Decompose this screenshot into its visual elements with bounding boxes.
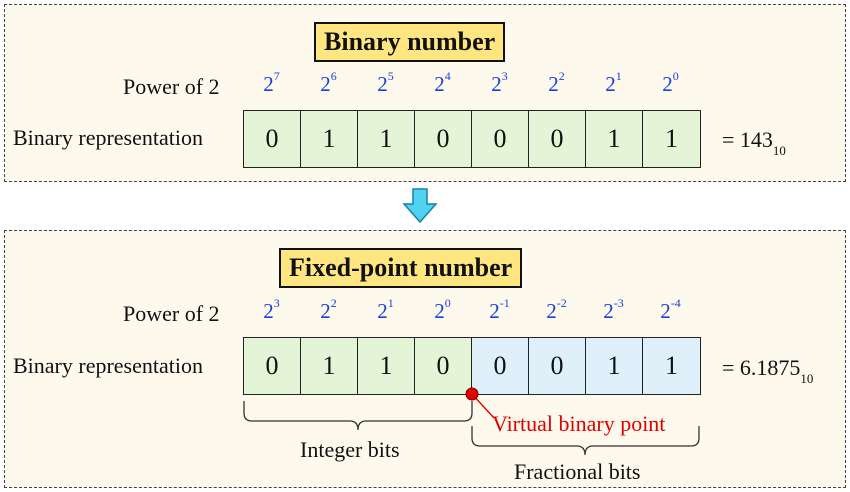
top-power-exponent: 5 (387, 69, 394, 83)
bottom-power-7: 2-4 (642, 296, 699, 324)
virtual-binary-point-label: Virtual binary point (492, 411, 666, 436)
top-power-base: 2 (548, 72, 559, 96)
bottom-bit-cell-7: 1 (643, 338, 700, 394)
bottom-power-exponent: 2 (330, 296, 337, 310)
top-result: = 14310 (722, 127, 786, 159)
top-power-2: 25 (357, 69, 414, 97)
bottom-power-2: 21 (357, 296, 414, 324)
top-repr-label: Binary representation (13, 125, 203, 150)
bottom-power-exponent: 3 (273, 296, 280, 310)
bottom-power-4: 2-1 (471, 296, 528, 324)
bottom-power-exponent: 0 (444, 296, 451, 310)
top-power-label: Power of 2 (123, 74, 220, 99)
top-bit-cell-7: 1 (643, 111, 700, 167)
bottom-bit-cell-4: 0 (472, 338, 529, 394)
bottom-power-base: 2 (489, 299, 500, 323)
top-power-base: 2 (662, 72, 673, 96)
bottom-bit-cell-6: 1 (586, 338, 643, 394)
top-result-base: 10 (772, 143, 786, 159)
bottom-power-3: 20 (414, 296, 471, 324)
bottom-power-0: 23 (243, 296, 300, 324)
top-power-7: 20 (642, 69, 699, 97)
fractional-bits-caption: Fractional bits (514, 459, 641, 484)
bottom-result-base: 10 (800, 371, 814, 387)
bottom-power-exponent: 1 (387, 296, 394, 310)
bottom-repr-label: Binary representation (13, 353, 203, 378)
bottom-bit-cell-0: 0 (244, 338, 301, 394)
top-power-3: 24 (414, 69, 471, 97)
top-bit-cell-2: 1 (358, 111, 415, 167)
bottom-power-base: 2 (320, 299, 331, 323)
top-power-exponent: 4 (444, 69, 451, 83)
fixed-point-title: Fixed-point number (279, 248, 523, 288)
top-power-base: 2 (320, 72, 331, 96)
top-power-exponent: 3 (501, 69, 508, 83)
bottom-power-exponent: -4 (670, 296, 681, 310)
bottom-power-exponent: -3 (613, 296, 624, 310)
top-result-value: 143 (739, 127, 773, 152)
bottom-power-base: 2 (377, 299, 388, 323)
bottom-power-1: 22 (300, 296, 357, 324)
bottom-bit-cell-5: 0 (529, 338, 586, 394)
bottom-result-value: 6.1875 (739, 355, 801, 380)
bottom-bit-cell-1: 1 (301, 338, 358, 394)
binary-number-title: Binary number (314, 22, 506, 62)
bottom-power-base: 2 (434, 299, 445, 323)
top-bit-cell-0: 0 (244, 111, 301, 167)
top-power-exponent: 0 (672, 69, 679, 83)
top-bit-cell-6: 1 (586, 111, 643, 167)
bottom-power-base: 2 (603, 299, 614, 323)
bottom-power-5: 2-2 (528, 296, 585, 324)
top-bit-cell-3: 0 (415, 111, 472, 167)
top-power-exponent: 1 (615, 69, 622, 83)
top-power-exponent: 6 (330, 69, 337, 83)
top-power-base: 2 (434, 72, 445, 96)
bottom-power-base: 2 (263, 299, 274, 323)
bottom-power-base: 2 (546, 299, 557, 323)
bottom-result-prefix: = (722, 355, 740, 380)
integer-bits-caption: Integer bits (300, 437, 400, 462)
top-bit-cell-5: 0 (529, 111, 586, 167)
top-bit-cell-4: 0 (472, 111, 529, 167)
integer-bits-brace (243, 401, 473, 431)
bottom-result: = 6.187510 (722, 355, 814, 387)
top-power-exponent: 7 (273, 69, 280, 83)
top-bit-cell-1: 1 (301, 111, 358, 167)
bottom-power-6: 2-3 (585, 296, 642, 324)
top-power-base: 2 (605, 72, 616, 96)
fractional-bits-brace (471, 426, 700, 456)
bottom-power-exponent: -1 (499, 296, 510, 310)
down-arrow-icon (402, 188, 438, 224)
bottom-power-base: 2 (660, 299, 671, 323)
top-power-1: 26 (300, 69, 357, 97)
bottom-bit-cell-3: 0 (415, 338, 472, 394)
top-power-base: 2 (263, 72, 274, 96)
top-power-0: 27 (243, 69, 300, 97)
top-power-5: 22 (528, 69, 585, 97)
top-result-prefix: = (722, 127, 740, 152)
top-power-4: 23 (471, 69, 528, 97)
bottom-power-exponent: -2 (556, 296, 567, 310)
bottom-power-label: Power of 2 (123, 301, 220, 326)
binary-point-dot (465, 387, 479, 401)
top-power-base: 2 (491, 72, 502, 96)
top-power-base: 2 (377, 72, 388, 96)
top-power-exponent: 2 (558, 69, 565, 83)
top-power-6: 21 (585, 69, 642, 97)
bottom-bit-cell-2: 1 (358, 338, 415, 394)
